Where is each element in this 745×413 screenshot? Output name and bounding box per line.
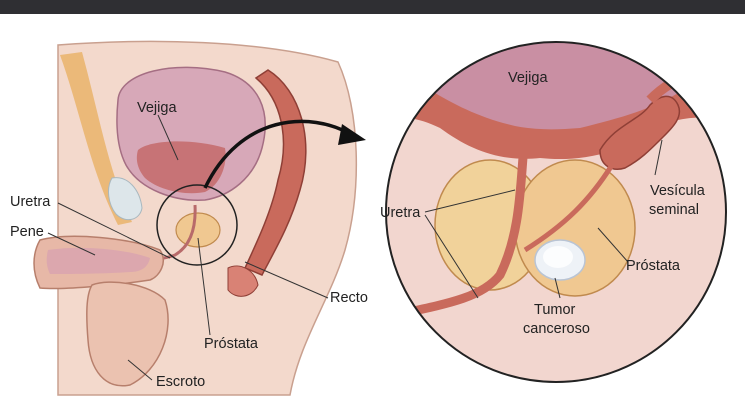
label-vejiga-left: Vejiga	[137, 100, 177, 116]
label-vejiga-right: Vejiga	[508, 70, 548, 86]
label-pene: Pene	[10, 224, 44, 240]
label-uretra-left: Uretra	[10, 194, 50, 210]
label-escroto: Escroto	[156, 374, 205, 390]
label-vesicula: Vesícula	[650, 183, 705, 199]
label-prostata-right: Próstata	[626, 258, 680, 274]
tumor-highlight	[543, 246, 573, 268]
label-tumor: Tumor	[534, 302, 575, 318]
label-uretra-right: Uretra	[380, 205, 420, 221]
label-seminal: seminal	[649, 202, 699, 218]
label-prostata-left: Próstata	[204, 336, 258, 352]
label-canceroso: canceroso	[523, 321, 590, 337]
label-recto: Recto	[330, 290, 368, 306]
sagittal-view	[34, 41, 366, 395]
